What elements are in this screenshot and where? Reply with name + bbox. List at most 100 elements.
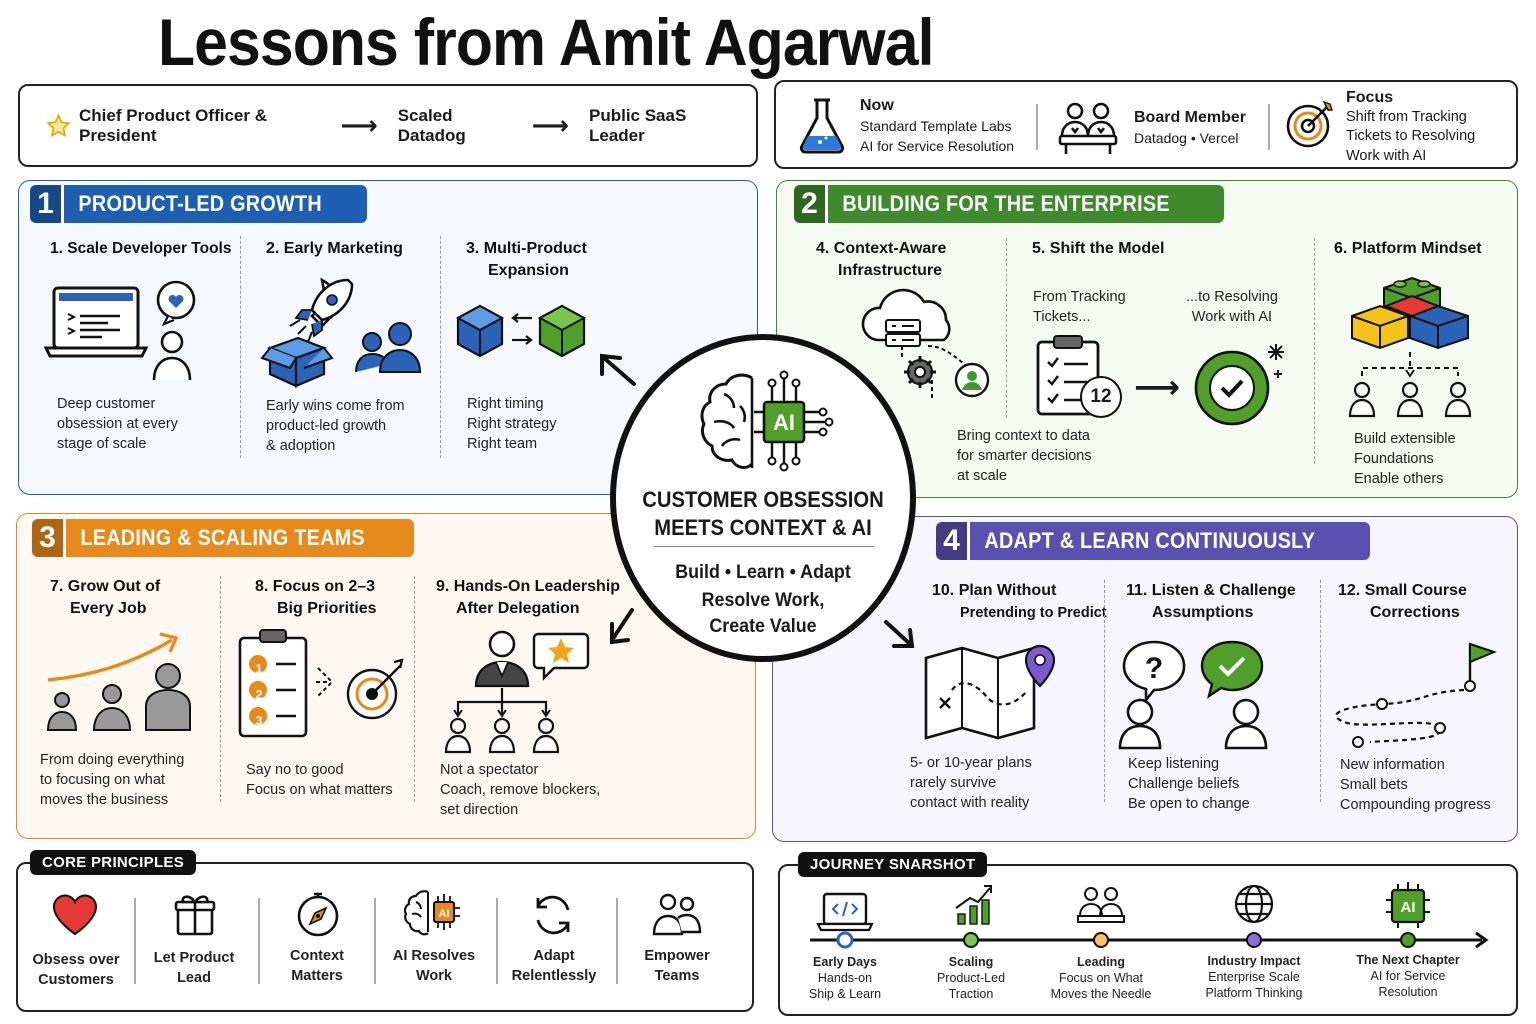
now-label: Now [860, 97, 894, 114]
bar-growth-icon [955, 885, 992, 925]
journey-dot-next [1400, 932, 1416, 948]
step-scaled-datadog: Scaled Datadog [397, 105, 466, 145]
listen-challenge-icon: ? [1118, 640, 1268, 750]
journey-dot-impact [1246, 932, 1262, 948]
journey-timeline: AI [810, 882, 1489, 949]
item-2-title: 2. Early Marketing [266, 240, 403, 257]
laptop-code-icon [816, 892, 874, 932]
ai-chip-label: AI [439, 908, 450, 920]
multi-product-cubes-icon [455, 304, 587, 358]
star-icon [46, 113, 71, 137]
ai-brain-small-icon: AI [404, 890, 460, 936]
leader-delegation-icon [444, 630, 590, 754]
item-6-title: 6. Platform Mindset [1334, 240, 1482, 257]
journey-dot-early [836, 931, 854, 949]
laptop-developer-icon [44, 280, 196, 381]
step-public-saas: Public SaaS Leader [588, 105, 687, 145]
map-route-icon [924, 644, 1056, 740]
leaders-icon [1077, 887, 1125, 923]
compass-icon [297, 892, 339, 937]
focus-line-1: Shift from Tracking [1346, 108, 1467, 125]
journey-dot-scaling [963, 932, 979, 948]
ai-chip-icon: AI [1386, 882, 1430, 928]
page-title: Lessons from Amit Agarwal [158, 5, 934, 79]
globe-icon [1234, 884, 1274, 924]
journey-heading: JOURNEY SNARSHOT [798, 852, 988, 877]
ticket-count-badge: 12 [1080, 376, 1122, 418]
refresh-cycle-icon [536, 895, 570, 935]
core-principles-heading: CORE PRINCIPLES [30, 850, 197, 875]
cloud-infrastructure-icon [861, 288, 990, 400]
board-companies: Datadog • Vercel [1134, 130, 1239, 146]
course-correction-path-icon [1335, 642, 1497, 748]
role-label: Chief Product Officer & President [79, 105, 267, 145]
item-5-title: 5. Shift the Model [1032, 240, 1165, 257]
core-principles-panel [16, 862, 754, 1012]
now-company: Standard Template Labs [860, 118, 1012, 134]
ai-chip-label: AI [1401, 899, 1416, 916]
resolved-check-icon [1194, 344, 1284, 426]
team-people-icon [652, 893, 702, 936]
arrow-right-icon: ⟶ [340, 110, 378, 140]
rocket-launch-icon [260, 277, 422, 388]
board-label: Board Member [1134, 109, 1247, 126]
platform-blocks-icon [1348, 276, 1472, 418]
now-mission: AI for Service Resolution [860, 138, 1015, 154]
flask-icon [799, 98, 845, 154]
growth-people-icon [46, 632, 191, 731]
arrow-right-icon: ⟶ [1134, 369, 1180, 405]
ai-brain-icon: AI [700, 370, 834, 472]
heart-icon [52, 894, 98, 936]
ai-chip-label: AI [773, 410, 795, 435]
priorities-target-icon [238, 629, 404, 738]
arrow-right-icon: ⟶ [531, 110, 569, 140]
gift-box-icon [174, 895, 216, 936]
journey-dot-leading [1093, 932, 1109, 948]
svg-text:?: ? [1145, 652, 1163, 685]
board-members-icon [1058, 102, 1118, 154]
career-header: Chief Product Officer & President ⟶ Scal… [18, 84, 758, 167]
item-1-title: 1. Scale Developer Tools [50, 240, 232, 257]
target-icon [1286, 100, 1333, 148]
focus-label: Focus [1346, 89, 1394, 106]
focus-line-3: Work with AI [1346, 147, 1427, 164]
